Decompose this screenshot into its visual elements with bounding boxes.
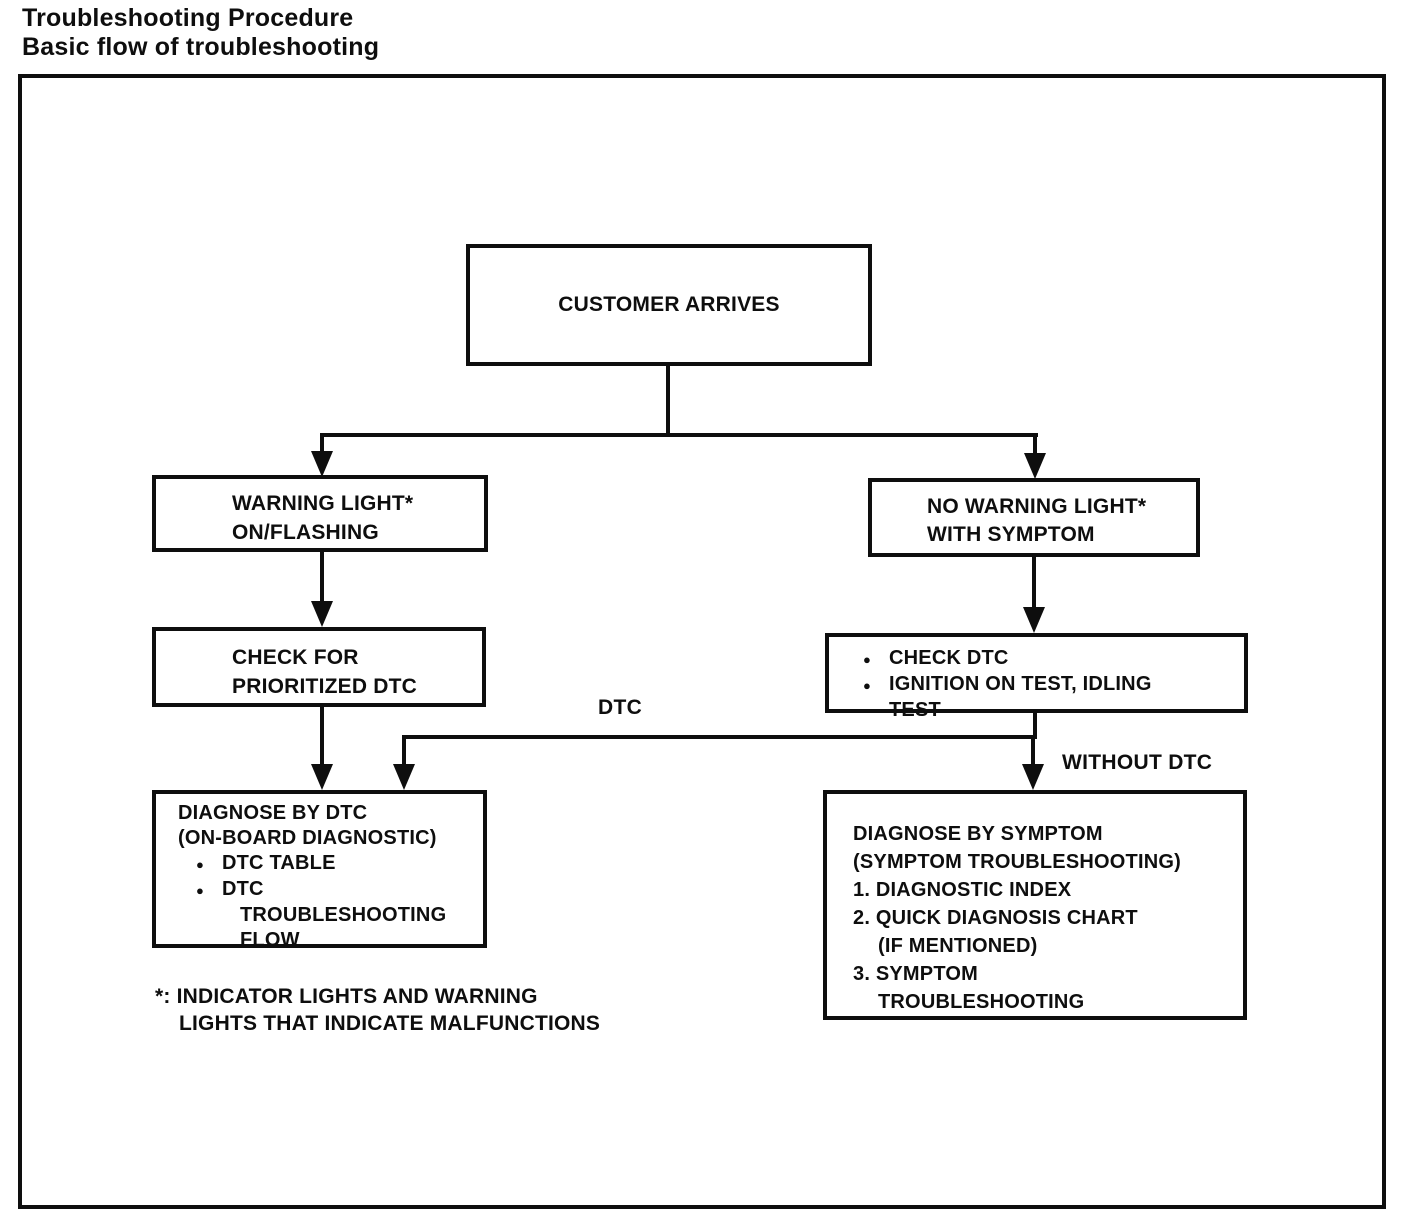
arrowhead-to-check-prioritized: [311, 601, 333, 627]
node-label: CHECK DTC: [889, 647, 1009, 669]
node-label: 3. SYMPTOM: [853, 963, 978, 985]
node-label: WARNING LIGHT*: [232, 492, 414, 515]
arrowhead-to-diagnose-symptom: [1022, 764, 1044, 790]
arrowhead-to-warning-light: [311, 451, 333, 477]
bullet-icon: ●: [863, 678, 872, 693]
node-check-dtc-ignition-test: ● CHECK DTC ● IGNITION ON TEST, IDLING T…: [825, 633, 1248, 721]
node-label: ON/FLASHING: [232, 521, 379, 544]
edge-label-without-dtc: WITHOUT DTC: [1062, 751, 1213, 774]
node-customer-arrives: CUSTOMER ARRIVES: [466, 244, 872, 366]
arrowhead-to-no-warning-light: [1024, 453, 1046, 479]
footnote-line-1: *: INDICATOR LIGHTS AND WARNING: [155, 985, 538, 1008]
node-label: IGNITION ON TEST, IDLING: [889, 673, 1152, 695]
connector-checkdtc-down: [1033, 713, 1037, 739]
node-label: 2. QUICK DIAGNOSIS CHART: [853, 907, 1138, 929]
connector-right-branch-down: [1033, 437, 1037, 455]
node-diagnose-by-dtc: DIAGNOSE BY DTC (ON-BOARD DIAGNOSTIC) ● …: [152, 790, 487, 951]
node-label: CUSTOMER ARRIVES: [558, 293, 780, 316]
node-check-for-prioritized-dtc: CHECK FOR PRIORITIZED DTC: [152, 627, 486, 707]
node-warning-light-on-flashing: WARNING LIGHT* ON/FLASHING: [152, 475, 488, 552]
page-title: Troubleshooting Procedure Basic flow of …: [22, 4, 379, 62]
node-label: DTC TABLE: [222, 852, 336, 874]
node-label: CHECK FOR: [232, 646, 359, 669]
edge-label-dtc: DTC: [598, 696, 643, 719]
connector-dtc-branch-down: [402, 739, 406, 766]
node-label: PRIORITIZED DTC: [232, 675, 417, 698]
connector-nowarning-to-checkdtc: [1032, 557, 1036, 609]
connector-customer-down: [666, 364, 670, 437]
connector-withoutdtc-down: [1031, 739, 1035, 766]
node-label: WITH SYMPTOM: [927, 523, 1095, 546]
node-label: FLOW: [240, 929, 300, 951]
node-no-warning-light-with-symptom: NO WARNING LIGHT* WITH SYMPTOM: [868, 478, 1200, 557]
connector-checkpri-to-diagdtc: [320, 707, 324, 766]
connector-dtc-horizontal: [402, 735, 1037, 739]
node-diagnose-by-symptom: DIAGNOSE BY SYMPTOM (SYMPTOM TROUBLESHOO…: [823, 790, 1247, 1020]
connector-left-branch-down: [320, 437, 324, 453]
bullet-icon: ●: [196, 857, 205, 872]
node-subtitle: (SYMPTOM TROUBLESHOOTING): [853, 851, 1181, 873]
node-label: DTC: [222, 878, 264, 900]
node-label: NO WARNING LIGHT*: [927, 495, 1147, 518]
node-label: TEST: [889, 699, 941, 721]
footnote: *: INDICATOR LIGHTS AND WARNING LIGHTS T…: [155, 983, 600, 1037]
arrowhead-to-check-dtc: [1023, 607, 1045, 633]
footnote-line-2: LIGHTS THAT INDICATE MALFUNCTIONS: [179, 1012, 601, 1035]
node-label: TROUBLESHOOTING: [878, 991, 1085, 1013]
bullet-icon: ●: [863, 652, 872, 667]
node-title: DIAGNOSE BY SYMPTOM: [853, 823, 1103, 845]
node-label: 1. DIAGNOSTIC INDEX: [853, 879, 1072, 901]
node-label: TROUBLESHOOTING: [240, 904, 447, 926]
connector-branch-horizontal: [320, 433, 1038, 437]
connector-warning-to-checkpri: [320, 552, 324, 603]
node-label: (IF MENTIONED): [878, 935, 1038, 957]
node-title: DIAGNOSE BY DTC: [178, 802, 368, 824]
page-title-line-1: Troubleshooting Procedure: [22, 4, 354, 32]
arrowhead-to-diagnose-dtc: [311, 764, 333, 790]
node-subtitle: (ON-BOARD DIAGNOSTIC): [178, 827, 437, 849]
page-title-line-2: Basic flow of troubleshooting: [22, 33, 380, 61]
arrowhead-dtc-to-diagnose-dtc: [393, 764, 415, 790]
bullet-icon: ●: [196, 883, 205, 898]
